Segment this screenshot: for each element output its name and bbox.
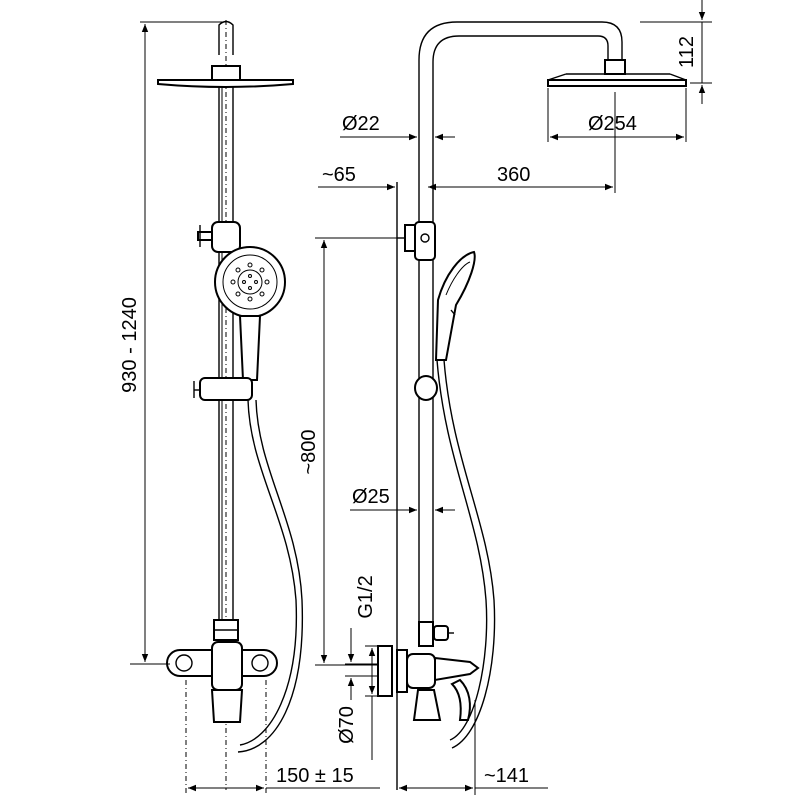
label-flange-diameter: Ø70: [336, 706, 358, 744]
side-shower-head: [547, 59, 687, 87]
label-height-range: 930 - 1240: [119, 297, 141, 393]
label-head-diameter: Ø254: [588, 113, 637, 135]
dim-head-diameter: Ø254: [547, 88, 687, 142]
front-height-clamp: [197, 221, 241, 253]
label-bar-height: ~800: [298, 429, 320, 474]
dim-bar-height: ~800: [298, 237, 405, 666]
dim-thread: G1/2: [345, 575, 378, 700]
front-riser-bar: [218, 86, 234, 625]
side-riser: [418, 21, 623, 625]
dim-wall-offset: ~65: [318, 164, 395, 191]
dim-projection: ~141: [399, 700, 548, 795]
front-shower-head: [157, 65, 294, 88]
side-view: [377, 21, 687, 790]
front-view: [157, 20, 304, 795]
label-wall-offset: ~65: [322, 164, 356, 186]
dim-inlet-spacing: 150 ± 15: [188, 765, 380, 792]
side-wall-bracket: [397, 221, 436, 261]
dim-pipe-offset: 112: [640, 0, 712, 104]
dim-pipe-diameter-bottom: Ø25: [350, 486, 455, 514]
dim-pipe-diameter-top: Ø22: [340, 113, 455, 141]
label-arm-length: 360: [497, 164, 530, 186]
dim-flange-diameter: Ø70: [336, 645, 378, 760]
front-hand-shower: [214, 246, 286, 381]
front-slider: [193, 377, 253, 401]
side-hand-shower: [434, 250, 476, 361]
label-thread: G1/2: [355, 575, 377, 618]
front-mixer: [166, 641, 278, 723]
label-pipe-diameter-top: Ø22: [342, 113, 380, 135]
label-projection: ~141: [484, 765, 529, 787]
label-pipe-offset: 112: [676, 36, 698, 68]
label-pipe-diameter-bottom: Ø25: [352, 486, 390, 508]
dim-arm-length: 360: [428, 92, 616, 193]
dim-height-range: 930 - 1240: [119, 21, 226, 665]
label-inlet-spacing: 150 ± 15: [276, 765, 354, 787]
side-mixer: [377, 645, 480, 721]
